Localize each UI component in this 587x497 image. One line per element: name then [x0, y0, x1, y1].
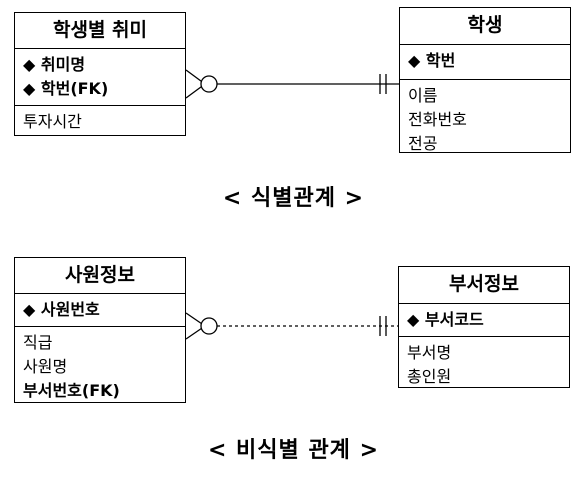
entity-attributes: 투자시간 — [15, 106, 185, 138]
entity-attributes: 부서명 총인원 — [399, 337, 569, 393]
attribute: 부서명 — [407, 343, 452, 362]
key-attribute: ◆ 학번(FK) — [23, 79, 109, 98]
attribute: 사원명 — [23, 357, 68, 376]
attribute: 전화번호 — [408, 110, 467, 129]
entity-student-hobby: 학생별 취미 ◆ 취미명 ◆ 학번(FK) 투자시간 — [14, 12, 186, 136]
entity-keys: ◆ 학번 — [400, 45, 570, 80]
entity-title: 부서정보 — [399, 267, 569, 304]
zero-cardinality-circle — [200, 317, 218, 335]
entity-keys: ◆ 부서코드 — [399, 304, 569, 337]
entity-keys: ◆ 사원번호 — [15, 294, 185, 327]
key-attribute: ◆ 취미명 — [23, 55, 86, 74]
entity-title: 학생별 취미 — [15, 13, 185, 49]
key-attribute: ◆ 부서코드 — [407, 310, 484, 329]
relationship-connector-identifying — [185, 69, 399, 99]
entity-department-info: 부서정보 ◆ 부서코드 부서명 총인원 — [398, 266, 570, 388]
key-attribute: ◆ 사원번호 — [23, 300, 100, 319]
attribute: 투자시간 — [23, 112, 82, 131]
diagram-caption-non-identifying: < 비식별 관계 > — [207, 438, 380, 463]
attribute: 직급 — [23, 333, 53, 352]
entity-employee-info: 사원정보 ◆ 사원번호 직급 사원명 부서번호(FK) — [14, 257, 186, 403]
key-attribute: ◆ 학번 — [408, 51, 456, 70]
zero-cardinality-circle — [200, 75, 218, 93]
entity-title: 학생 — [400, 8, 570, 45]
attribute: 총인원 — [407, 367, 452, 386]
foreign-key-attribute: 부서번호(FK) — [23, 381, 120, 400]
entity-keys: ◆ 취미명 ◆ 학번(FK) — [15, 49, 185, 106]
diagram-caption-identifying: < 식별관계 > — [222, 186, 365, 211]
attribute: 이름 — [408, 86, 438, 105]
entity-title: 사원정보 — [15, 258, 185, 294]
entity-attributes: 직급 사원명 부서번호(FK) — [15, 327, 185, 407]
attribute: 전공 — [408, 134, 438, 153]
relationship-connector-non-identifying — [185, 312, 398, 340]
entity-student: 학생 ◆ 학번 이름 전화번호 전공 — [399, 7, 571, 153]
entity-attributes: 이름 전화번호 전공 — [400, 80, 570, 160]
